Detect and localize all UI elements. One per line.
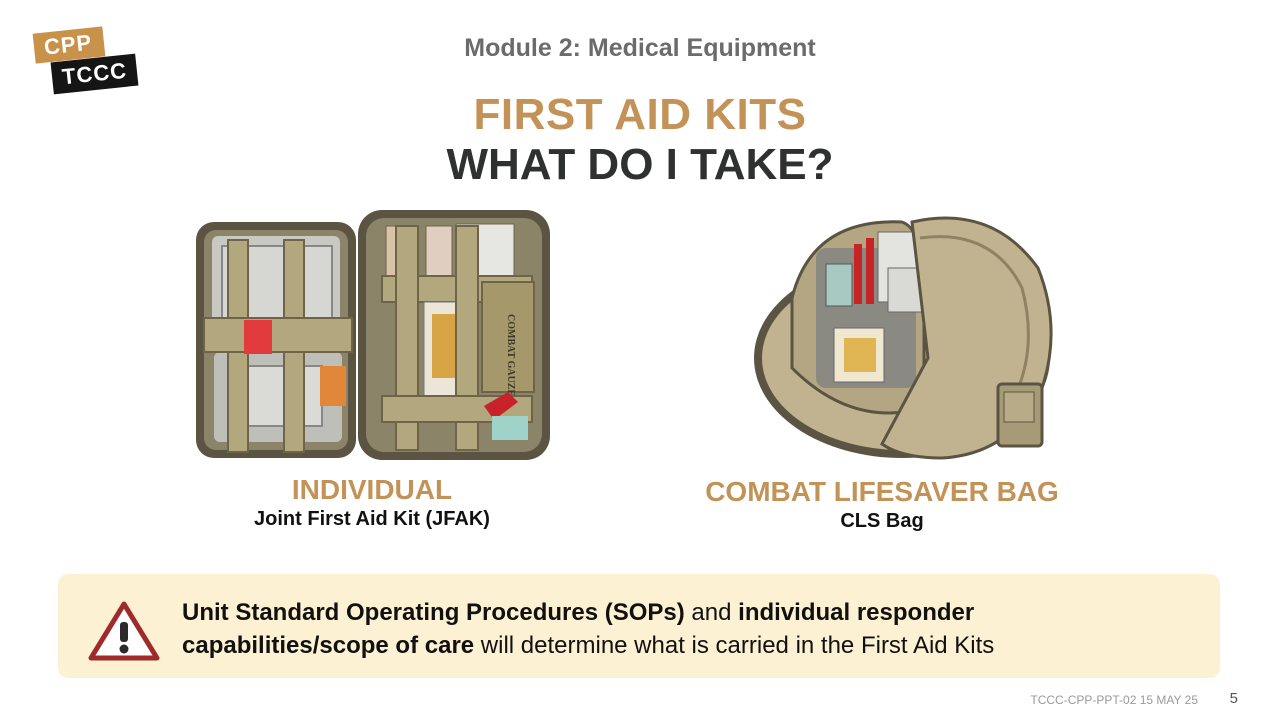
- cls-caption-title: COMBAT LIFESAVER BAG: [705, 476, 1059, 507]
- warning-icon: [88, 601, 160, 661]
- combat-gauze-label: COMBAT GAUZE: [505, 314, 516, 396]
- sop-note-text: Unit Standard Operating Procedures (SOPs…: [182, 596, 1182, 662]
- slide-subtitle: WHAT DO I TAKE?: [446, 140, 834, 189]
- note-bold-3: individual responder capabilities/scope …: [182, 599, 975, 659]
- jfak-caption-title: INDIVIDUAL: [291, 474, 453, 505]
- jfak-caption-subtitle: Joint First Aid Kit (JFAK): [254, 508, 490, 530]
- slide-title: FIRST AID KITS: [473, 90, 807, 139]
- page-number: 5: [1229, 690, 1238, 707]
- footer-code: TCCC-CPP-PPT-02 15 MAY 25: [1030, 693, 1198, 707]
- jfak-caption: INDIVIDUAL Joint First Aid Kit (JFAK): [172, 474, 572, 531]
- cls-bag-illustration: [754, 216, 1053, 460]
- cls-caption-subtitle: CLS Bag: [840, 510, 924, 532]
- note-bold-1: Unit Standard Operating Procedures (: [182, 599, 613, 626]
- jfak-illustration: COMBAT GAUZE: [196, 210, 550, 460]
- note-plain-1: and: [684, 599, 739, 626]
- cls-caption: COMBAT LIFESAVER BAG CLS Bag: [632, 476, 1132, 533]
- module-heading: Module 2: Medical Equipment: [464, 34, 816, 62]
- note-plain-2: will determine what is carried in the Fi…: [474, 632, 995, 659]
- sop-note-box: Unit Standard Operating Procedures (SOPs…: [58, 574, 1220, 678]
- note-bold-2: SOPs): [612, 599, 685, 626]
